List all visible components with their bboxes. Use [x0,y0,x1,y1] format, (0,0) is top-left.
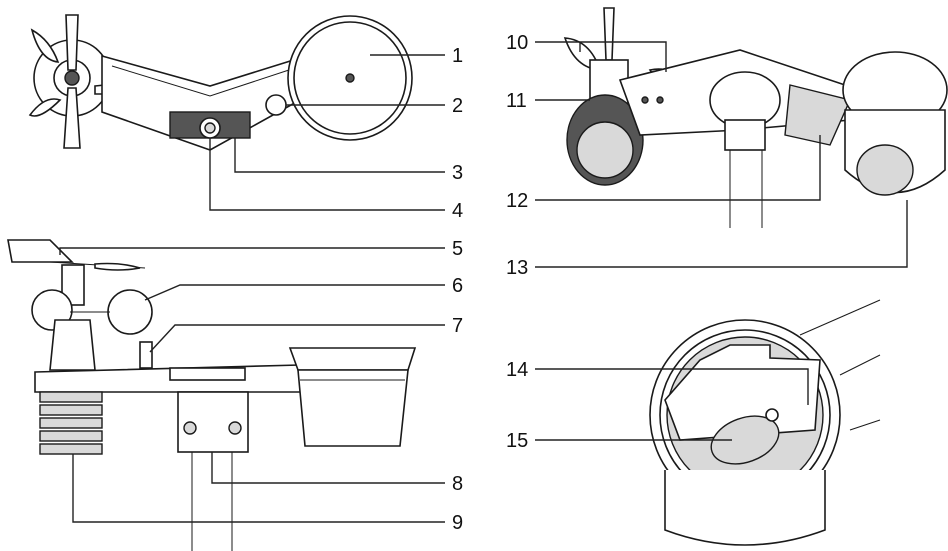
top-view-illustration [28,14,413,151]
callout-12: 12 [506,190,528,212]
callout-3: 3 [452,162,463,184]
callout-6: 6 [452,275,463,297]
leader-lines [59,41,908,523]
callout-9: 9 [452,512,463,534]
rear-view-illustration [563,7,948,228]
callout-2: 2 [452,95,463,117]
callout-15: 15 [506,430,528,452]
callout-13: 13 [506,257,528,279]
callout-1: 1 [452,45,463,67]
callout-4: 4 [452,200,463,222]
callout-labels: 1 2 3 4 5 6 7 8 9 10 11 12 13 14 15 [452,32,528,534]
callout-14: 14 [506,359,528,381]
callout-8: 8 [452,473,463,495]
side-view-illustration [7,239,417,551]
battery-compartment-illustration [649,299,881,546]
callout-11: 11 [506,90,527,112]
callout-7: 7 [452,315,463,337]
callout-5: 5 [452,238,463,260]
callout-10: 10 [506,32,528,54]
